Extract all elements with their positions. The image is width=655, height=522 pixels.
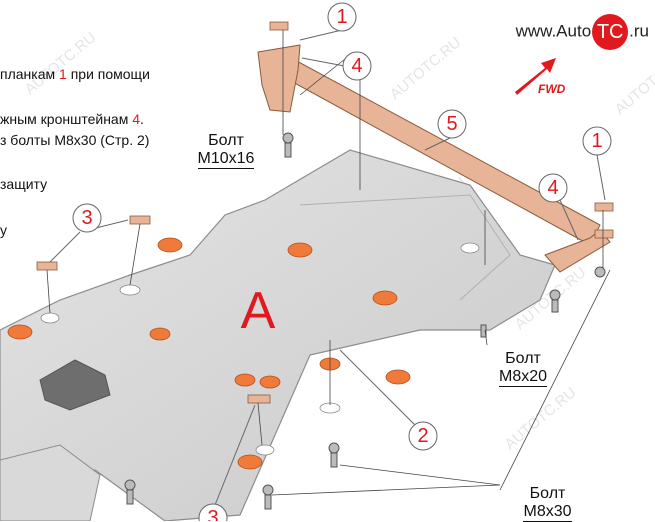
washer xyxy=(124,479,136,491)
fwd-label: FWD xyxy=(538,82,566,96)
instruction-text: защиту xyxy=(0,176,48,192)
bolt-shank xyxy=(284,142,292,158)
callout-number: 1 xyxy=(591,130,602,152)
instruction-line: з болты М8х30 (Стр. 2) xyxy=(0,132,149,148)
hole xyxy=(460,242,480,254)
callout-circle xyxy=(72,203,102,233)
pad xyxy=(372,290,398,306)
instruction-text: при помощи xyxy=(66,66,150,82)
bolt-shank xyxy=(480,324,487,338)
instruction-text: планкам xyxy=(0,66,60,82)
instruction-line: жным кронштейнам 4. xyxy=(0,111,144,127)
hole xyxy=(119,284,141,296)
small-plate xyxy=(247,394,271,404)
callout-circle xyxy=(342,51,372,81)
leader-lines xyxy=(271,269,611,496)
bolt-shank xyxy=(126,489,134,505)
small-plate xyxy=(594,202,614,212)
watermark: AUTOTC.RU xyxy=(22,29,100,98)
bolt-label-size: М10х16 xyxy=(197,150,255,169)
callout-number: 5 xyxy=(446,113,457,135)
fwd-arrow xyxy=(515,58,556,95)
callout-number: 1 xyxy=(336,6,347,28)
washer xyxy=(262,484,274,496)
front-plate-fragment xyxy=(0,444,101,521)
small-plate xyxy=(129,215,151,225)
plate-label: A xyxy=(241,282,276,340)
pad xyxy=(7,324,33,340)
instruction-highlight: 4 xyxy=(132,111,141,127)
instruction-text: у xyxy=(0,222,7,238)
bolt-label-title: Болт xyxy=(208,132,244,149)
instruction-line: планкам 1 при помощи xyxy=(0,66,150,82)
instruction-text: . xyxy=(140,111,144,127)
hole xyxy=(255,444,275,456)
pad xyxy=(157,237,183,253)
instruction-line: у xyxy=(0,222,7,238)
bolt-label-m8x30: Болт М8х30 xyxy=(510,485,585,522)
bracket-left xyxy=(257,44,301,113)
bolt-label-size: М8х30 xyxy=(523,503,572,522)
small-plate xyxy=(269,21,289,31)
pad xyxy=(385,369,411,385)
bolt-shank xyxy=(551,299,559,313)
instruction-text: жным кронштейнам xyxy=(0,111,133,127)
logo-tc-badge: TC xyxy=(592,14,629,50)
pad xyxy=(234,373,256,387)
bolt-label-m10x16: Болт М10х16 xyxy=(186,132,266,169)
instruction-text: з болты М8х30 (Стр. 2) xyxy=(0,132,150,148)
bolt-shank xyxy=(264,494,272,510)
bolt-label-size: М8х20 xyxy=(498,368,548,387)
callout-number: 3 xyxy=(81,207,92,229)
bolt-label-title: Болт xyxy=(529,485,566,502)
small-plate xyxy=(36,261,58,271)
washer xyxy=(282,132,294,144)
callout-circle xyxy=(437,109,467,139)
watermark: AUTOTC.RU xyxy=(387,34,465,103)
callout-circle xyxy=(327,2,357,32)
bolt-label-m8x20: Болт М8х20 xyxy=(487,350,559,387)
bolt-group xyxy=(124,132,606,510)
logo-suffix: .ru xyxy=(629,21,649,41)
callout-circle xyxy=(198,503,228,521)
small-plate xyxy=(594,229,614,239)
washer xyxy=(328,442,340,454)
pad xyxy=(287,242,313,258)
pad xyxy=(259,375,281,389)
pad xyxy=(237,454,263,470)
skid-plate-cutout xyxy=(39,359,111,411)
washer xyxy=(594,266,606,278)
callout-circle xyxy=(408,421,438,451)
callout-number: 3 xyxy=(207,507,218,521)
callout-circle xyxy=(582,126,612,156)
callout-group: 1 4 5 1 4 3 2 3 xyxy=(49,2,612,521)
logo-prefix: www.Auto xyxy=(515,21,592,41)
callout-number: 4 xyxy=(351,55,362,77)
washer xyxy=(549,289,561,301)
watermark: AUTOTC.RU xyxy=(502,384,580,453)
guide-lines xyxy=(46,30,604,446)
callout-number: 2 xyxy=(417,425,428,447)
callout-circle xyxy=(538,173,568,203)
hole xyxy=(40,312,60,324)
callout-number: 4 xyxy=(547,177,558,199)
instruction-highlight: 1 xyxy=(59,66,67,82)
hole-group xyxy=(40,242,480,456)
instruction-line: защиту xyxy=(0,176,47,192)
pad xyxy=(149,327,171,341)
watermark: AUTOTC.RU xyxy=(612,49,655,118)
skid-plate-ridge xyxy=(299,194,511,301)
bolt-shank xyxy=(330,452,338,468)
bolt-label-title: Болт xyxy=(505,350,541,367)
